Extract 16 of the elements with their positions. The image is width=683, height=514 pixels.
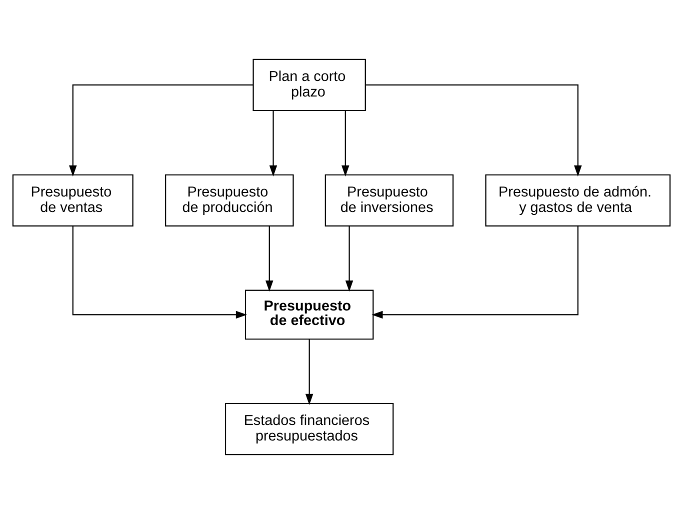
node-box: Estados financieros presupuestados [224,402,394,456]
arrow [305,339,314,406]
arrow [69,84,253,176]
arrow [265,226,274,292]
arrow [342,110,350,177]
node-box: Presupuesto de inversiones [324,174,454,226]
arrow [72,226,248,319]
node-box: Presupuesto de ventas [12,174,134,226]
arrow [345,226,354,292]
node-box: Plan a corto plazo [252,58,366,112]
arrow [269,110,278,177]
arrow [372,226,578,319]
arrow [366,84,582,176]
node-box: Presupuesto de efectivo [244,290,374,340]
node-box: Presupuesto de producción [165,174,294,226]
node-box: Presupuesto de admón. y gastos de venta [485,174,671,226]
